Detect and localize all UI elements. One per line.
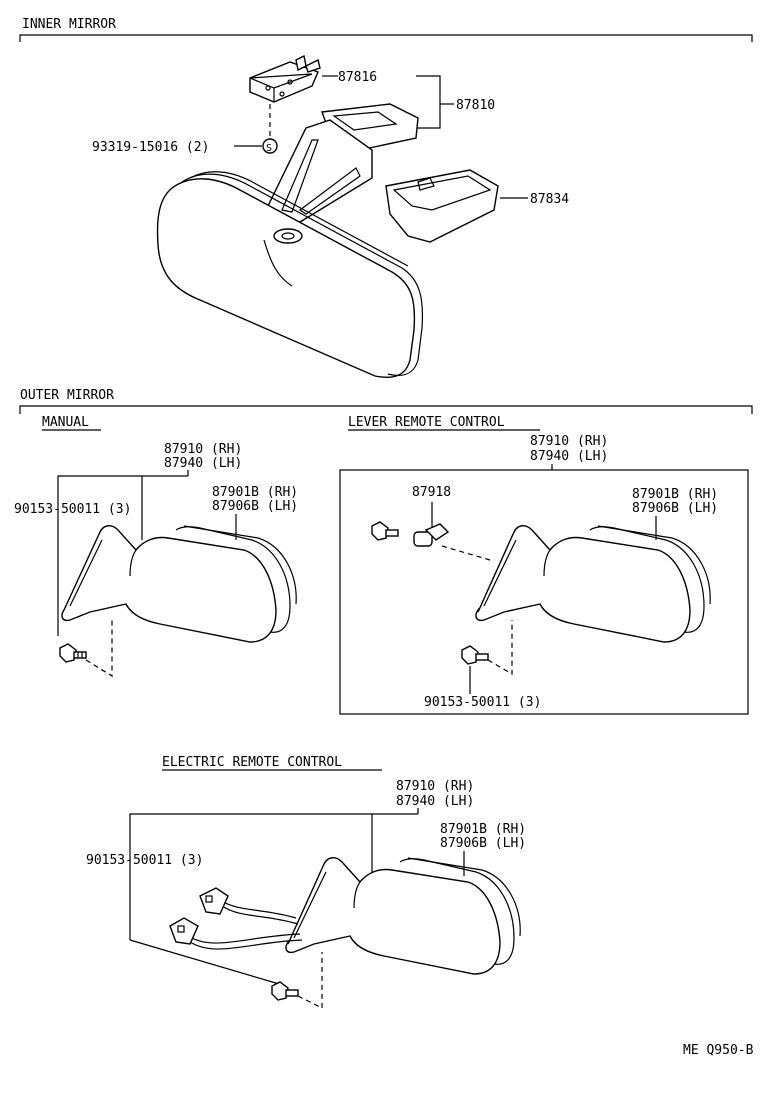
lever-screw-icon-top bbox=[371, 521, 399, 541]
manual-label-87940: 87940 (LH) bbox=[164, 456, 242, 471]
electric-leader-screw bbox=[129, 939, 287, 987]
manual-screw-icon bbox=[59, 643, 87, 663]
lever-label-87940: 87940 (LH) bbox=[530, 449, 608, 464]
electric-label-87910: 87910 (RH) bbox=[396, 779, 474, 794]
leader-87810-bracket bbox=[416, 75, 441, 129]
label-93319: 93319-15016 (2) bbox=[92, 140, 209, 155]
diagram-code: ME Q950-B bbox=[683, 1043, 754, 1058]
label-87810: 87810 bbox=[456, 98, 495, 113]
screw-s-mark bbox=[262, 138, 278, 154]
manual-leader-main bbox=[57, 475, 188, 636]
mirror-cover-87834 bbox=[385, 169, 499, 243]
outer-mirror-heading: OUTER MIRROR bbox=[20, 388, 114, 403]
outer-mirror-bracket-line bbox=[19, 405, 753, 414]
manual-label-90153: 90153-50011 (3) bbox=[14, 502, 131, 517]
lever-remote-box bbox=[339, 469, 749, 715]
lever-knob-dash bbox=[441, 545, 491, 561]
electric-label-87940: 87940 (LH) bbox=[396, 794, 474, 809]
manual-heading: MANUAL bbox=[42, 415, 89, 430]
manual-label-87910: 87910 (RH) bbox=[164, 442, 242, 457]
electric-screw-icon bbox=[271, 981, 299, 1001]
lever-screw-icon-bottom bbox=[461, 645, 489, 665]
lever-remote-heading: LEVER REMOTE CONTROL bbox=[348, 415, 505, 430]
inner-mirror-heading: INNER MIRROR bbox=[22, 17, 116, 32]
lever-screw-dash bbox=[487, 620, 513, 676]
lever-label-87901b: 87901B (RH) bbox=[632, 487, 718, 502]
inner-mirror-bracket-line bbox=[19, 34, 753, 42]
electric-label-87906b: 87906B (LH) bbox=[440, 836, 526, 851]
lever-outer-mirror bbox=[475, 525, 711, 643]
electric-outer-mirror bbox=[285, 857, 521, 975]
lever-label-90153: 90153-50011 (3) bbox=[424, 695, 541, 710]
manual-screw-dash bbox=[85, 620, 113, 678]
manual-outer-mirror bbox=[61, 525, 297, 643]
lever-label-87918: 87918 bbox=[412, 485, 451, 500]
manual-label-87901b: 87901B (RH) bbox=[212, 485, 298, 500]
s-mark-label: S bbox=[266, 143, 272, 154]
electric-label-87901b: 87901B (RH) bbox=[440, 822, 526, 837]
electric-leader-main bbox=[129, 813, 418, 940]
manual-label-87906b: 87906B (LH) bbox=[212, 499, 298, 514]
label-87816: 87816 bbox=[338, 70, 377, 85]
electric-remote-heading: ELECTRIC REMOTE CONTROL bbox=[162, 755, 342, 770]
inner-mirror-body bbox=[156, 171, 424, 378]
stay-plate-87816 bbox=[249, 54, 321, 103]
label-87834: 87834 bbox=[530, 192, 569, 207]
lever-label-87910: 87910 (RH) bbox=[530, 434, 608, 449]
electric-label-90153: 90153-50011 (3) bbox=[86, 853, 203, 868]
lever-knob-87918 bbox=[413, 523, 450, 547]
electric-connector-icon-lower bbox=[169, 917, 199, 945]
lever-label-87906b: 87906B (LH) bbox=[632, 501, 718, 516]
electric-connector-icon-upper bbox=[199, 887, 229, 915]
electric-screw-dash bbox=[297, 952, 323, 1009]
